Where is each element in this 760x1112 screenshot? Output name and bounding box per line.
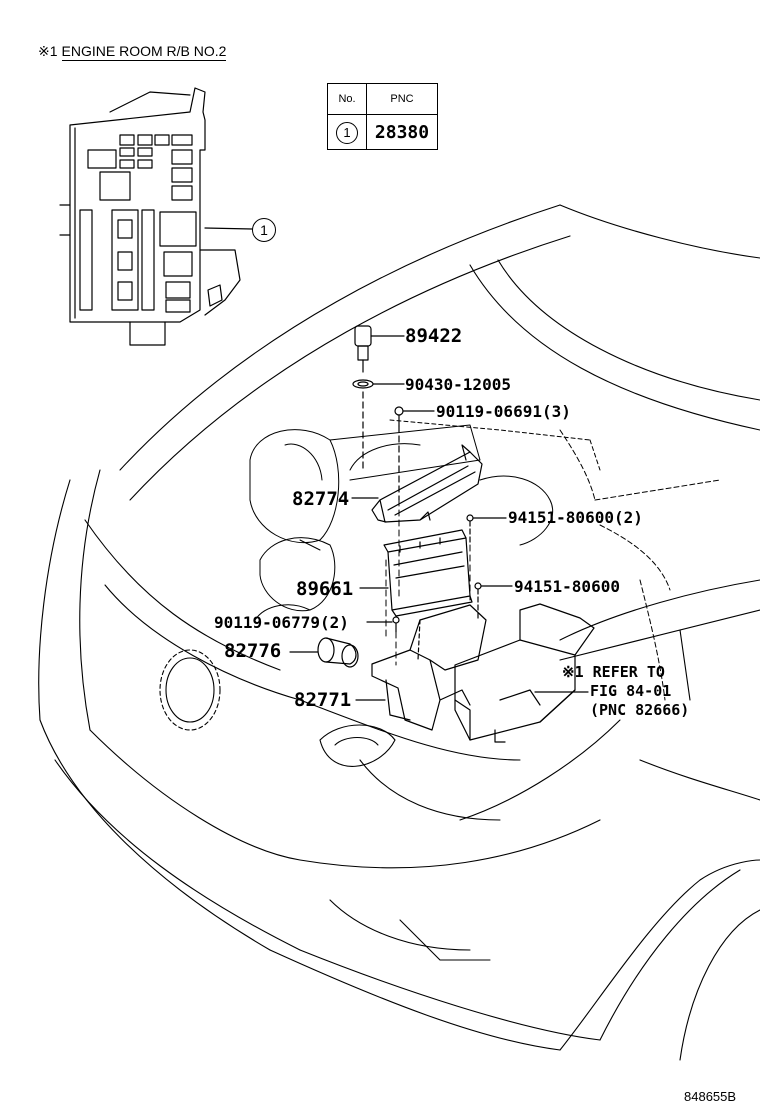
reference-note-line1: ※1 REFER TO (562, 663, 665, 681)
assembly-guide-lines (385, 499, 471, 666)
part-label-89422: 89422 (405, 325, 463, 347)
reference-note-line3: (PNC 82666) (590, 701, 690, 719)
pnc-table-cell-pnc: 28380 (366, 114, 438, 150)
relay-block-box-illustration (454, 603, 595, 743)
part-label-82771: 82771 (294, 689, 352, 711)
part-label-90119-06691: 90119-06691(3) (436, 402, 571, 421)
reference-note-line2: FIG 84-01 (590, 682, 672, 700)
part-label-82774: 82774 (292, 488, 350, 510)
reference-mark: ※1 (38, 43, 58, 59)
pnc-table-header-pnc: PNC (366, 83, 438, 115)
part-label-89661: 89661 (296, 578, 354, 600)
part-label-82776: 82776 (224, 640, 282, 662)
table-row: 1 28380 (327, 114, 438, 150)
part-label-94151-80600: 94151-80600 (514, 577, 620, 596)
bracket-82771-illustration (355, 604, 487, 731)
pnc-table-header-no: No. (327, 83, 367, 115)
screw-90119-illustration (366, 406, 435, 633)
part-label-90430-12005: 90430-12005 (405, 375, 511, 394)
pnc-table-cell-no: 1 (327, 114, 367, 150)
figure-id: 848655B (684, 1089, 737, 1104)
pnc-table: No. PNC 1 28380 (327, 83, 438, 150)
vehicle-body-illustration (38, 204, 760, 1061)
sensor-89422-illustration (352, 325, 405, 471)
callout-number: 1 (252, 218, 276, 242)
nut-94151-illustration (466, 514, 513, 621)
engine-background-illustration (249, 419, 721, 701)
inset-title: ENGINE ROOM R/B NO.2 (61, 43, 227, 61)
part-label-94151-80600-2: 94151-80600(2) (508, 508, 643, 527)
cover-82774-illustration (351, 444, 483, 523)
ecu-89661-illustration (359, 529, 473, 617)
clamp-82776-illustration (289, 637, 359, 668)
relay-block-illustration (59, 87, 253, 346)
part-label-90119-06779: 90119-06779(2) (214, 613, 349, 632)
